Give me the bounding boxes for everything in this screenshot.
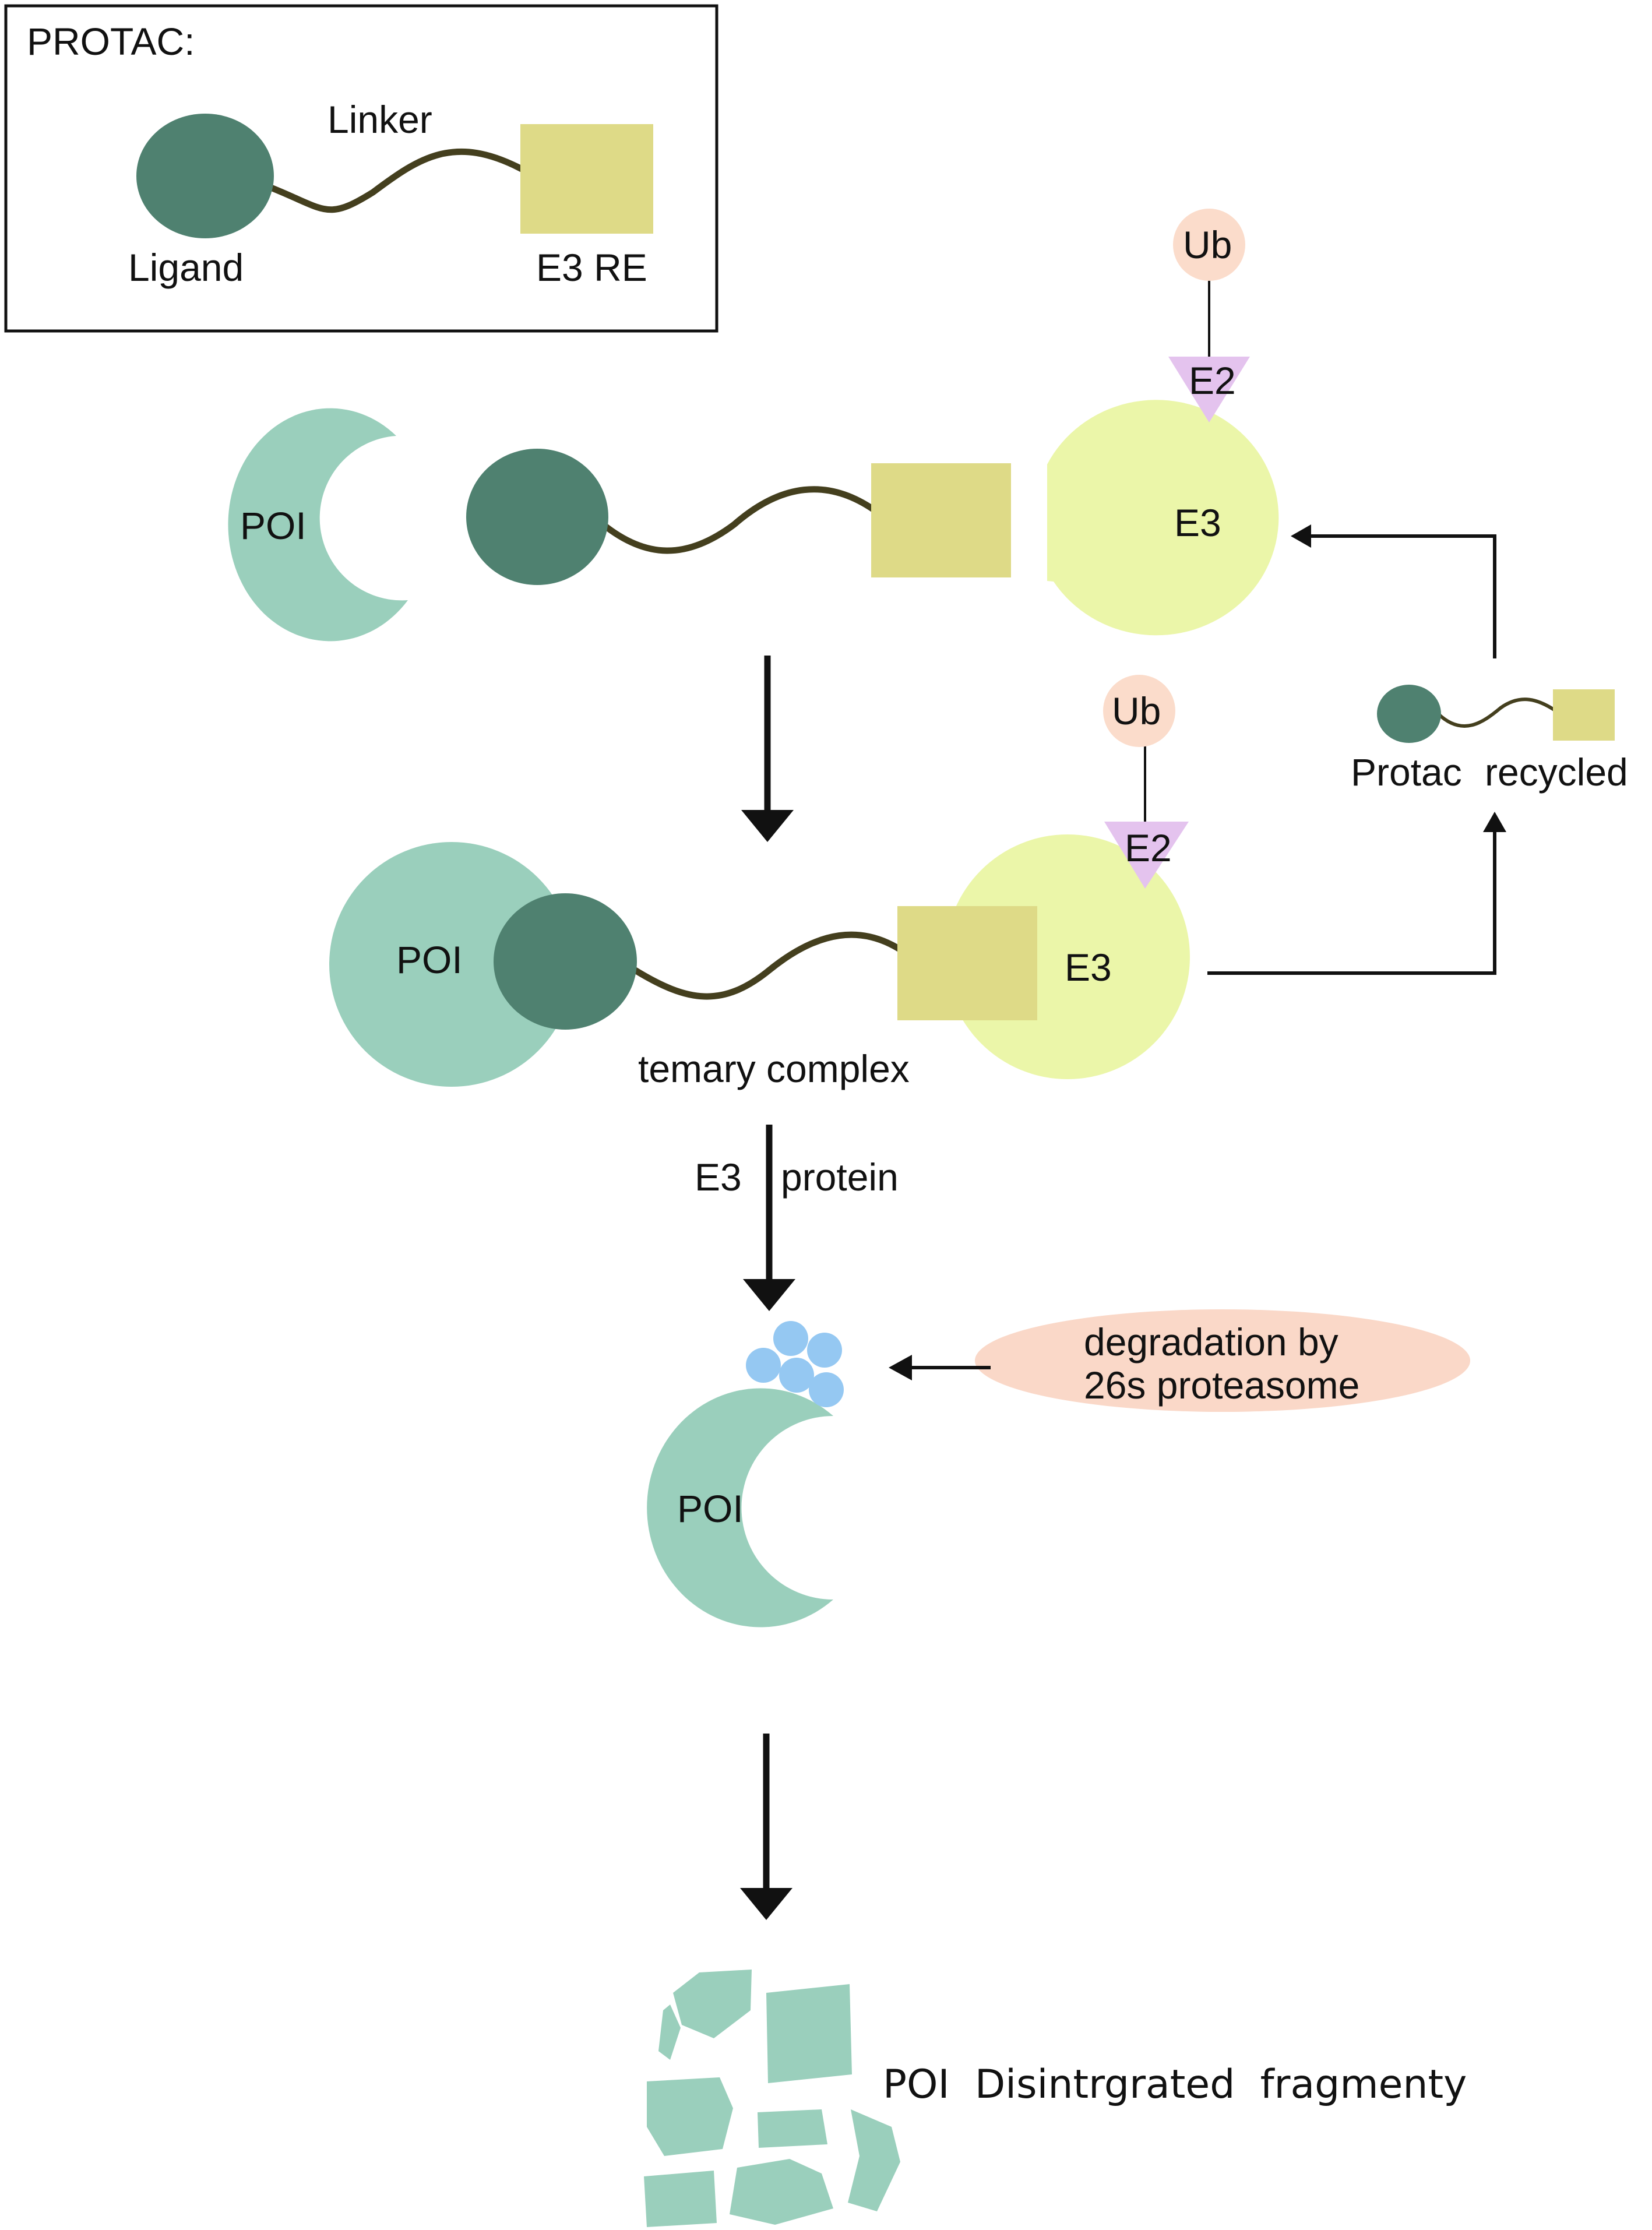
recycle-label-recycled: recycled	[1485, 751, 1628, 794]
stage1-e3re-shape	[871, 463, 1011, 577]
stage2-poi-label: POI	[396, 938, 463, 981]
stage1-e3-label: E3	[1174, 501, 1221, 544]
ubiquitin-dot	[773, 1321, 808, 1356]
stage1-e2-shape	[1168, 357, 1250, 422]
stage1-ub-label: Ub	[1183, 223, 1232, 266]
proteasome-arrowhead	[889, 1355, 912, 1380]
arrow-to-fragments	[740, 1734, 792, 1920]
recycle-label-protac: Protac	[1351, 751, 1462, 794]
fragment-piece	[758, 2109, 827, 2148]
stage1-e3-shape	[1047, 400, 1279, 636]
stage3-poi-label: POI	[677, 1487, 744, 1530]
arrow2-label-left: E3	[695, 1155, 742, 1199]
ubiquitin-dot	[809, 1372, 844, 1407]
legend-e3re-shape	[520, 124, 653, 234]
stage2-complex-label: temary complex	[638, 1047, 910, 1090]
fragment-piece	[644, 2171, 717, 2227]
fragment-piece	[658, 2004, 681, 2060]
recycled-protac-ligand	[1377, 685, 1441, 743]
legend-frame	[4, 4, 718, 333]
stage-2-ternary-complex: POI E3 Ub E2 temary complex	[329, 675, 1190, 1090]
stage1-linker	[600, 486, 878, 554]
proteasome-ellipse	[975, 1309, 1470, 1412]
stage2-e2-label: E2	[1125, 826, 1172, 869]
recycled-protac-linker	[1436, 697, 1558, 728]
stage2-e2-shape	[1104, 822, 1189, 889]
stage1-poi-label: POI	[240, 504, 307, 547]
stage1-poi-shape	[228, 408, 408, 642]
degradation-line1: degradation by	[1084, 1320, 1338, 1364]
recycle-arrowhead-up	[1483, 812, 1506, 832]
recycled-protac-e3re	[1553, 689, 1615, 741]
poi-fragments: POI Disintrgrated fragmenty	[644, 1970, 1467, 2227]
legend-title: PROTAC:	[27, 20, 195, 63]
stage2-linker	[632, 931, 913, 1000]
stage-1-separate: POI E3 Ub E2	[228, 209, 1279, 642]
legend-ligand-shape	[136, 114, 274, 238]
recycle-line-out	[1207, 830, 1496, 975]
legend-linker-label: Linker	[327, 98, 432, 141]
degradation-line2: 26s proteasome	[1084, 1364, 1359, 1407]
stage3-poi-shape	[647, 1388, 833, 1627]
ubiquitin-dot	[779, 1358, 814, 1393]
ubiquitin-dot	[807, 1333, 842, 1368]
arrow-to-ternary	[741, 656, 794, 842]
ubiquitin-dot	[746, 1348, 781, 1383]
stage1-e2-label: E2	[1189, 359, 1236, 402]
fragments-label: POI Disintrgrated fragmenty	[883, 2062, 1467, 2108]
legend-linker	[267, 148, 525, 213]
stage2-e3re-shape	[897, 906, 1037, 1020]
stage-3-ubiquitinated-poi: POI	[647, 1321, 844, 1627]
stage2-ub-label: Ub	[1112, 689, 1161, 732]
stage2-e3-label: E3	[1065, 946, 1112, 989]
stage2-poi-shape	[329, 842, 574, 1087]
fragment-piece	[673, 1970, 752, 2038]
recycle-path: Protac recycled	[1207, 524, 1628, 975]
arrow-to-degradation: E3 protein	[695, 1125, 899, 1311]
fragment-piece	[647, 2077, 733, 2156]
protac-legend: PROTAC: Linker Ligand E3 RE	[4, 4, 718, 333]
stage2-ub-shape	[1103, 675, 1175, 747]
fragment-piece	[730, 2159, 833, 2225]
recycle-line-back	[1311, 534, 1496, 658]
legend-ligand-label: Ligand	[128, 246, 244, 289]
legend-e3re-label: E3 RE	[536, 246, 647, 289]
stage2-ligand-shape	[494, 893, 637, 1030]
arrow2-label-right: protein	[781, 1155, 899, 1199]
fragment-piece	[766, 1984, 852, 2083]
fragment-piece	[848, 2109, 900, 2211]
stage1-ub-shape	[1173, 209, 1245, 281]
ubiquitin-chain	[746, 1321, 844, 1407]
recycle-arrowhead-left	[1291, 524, 1311, 548]
stage1-ligand-shape	[466, 449, 608, 585]
proteasome-callout: degradation by 26s proteasome	[889, 1309, 1470, 1412]
